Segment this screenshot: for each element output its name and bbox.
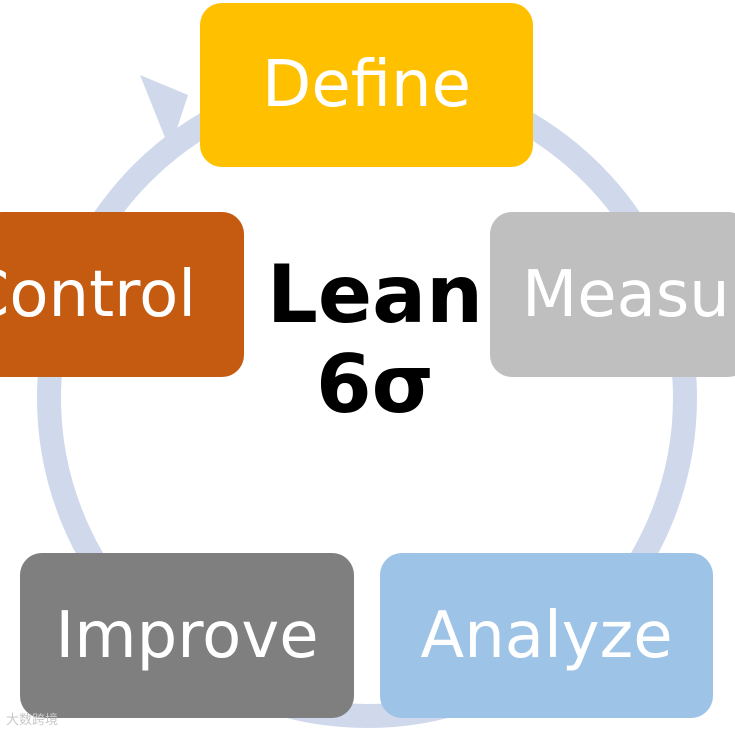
stage-analyze-label: Analyze [420, 598, 673, 673]
stage-measure: Measure [490, 212, 735, 377]
cycle-arrow-icon [140, 75, 188, 150]
stage-improve: Improve [20, 553, 354, 718]
stage-analyze: Analyze [380, 553, 713, 718]
watermark: 大数跨境 [6, 713, 59, 728]
stage-control: Control [0, 212, 244, 377]
stage-define: Define [200, 3, 533, 167]
center-label-line1: Lean [266, 248, 484, 341]
stage-measure-label: Measure [522, 257, 735, 332]
stage-improve-label: Improve [55, 598, 319, 673]
center-label-line2: 6σ [316, 337, 434, 431]
stage-control-label: Control [0, 257, 196, 332]
stage-define-label: Define [262, 48, 471, 122]
center-label: Lean 6σ [230, 250, 520, 429]
